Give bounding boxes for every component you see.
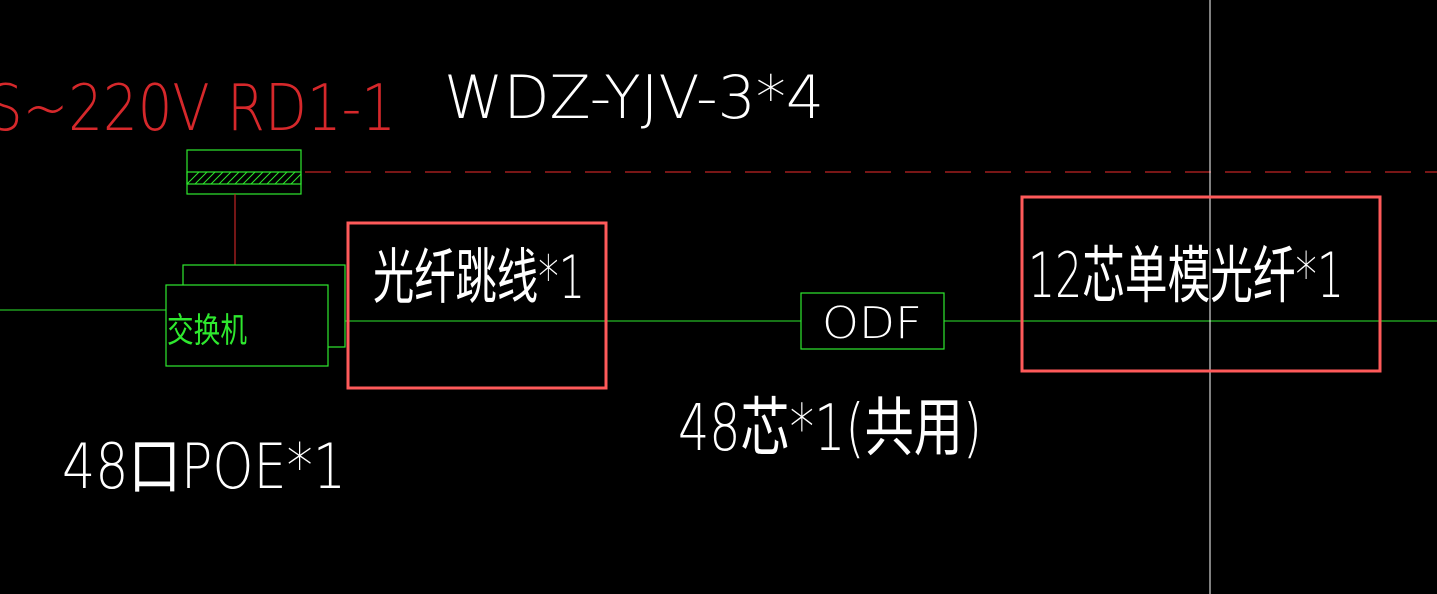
odf-spec-label: 48芯*1(共用) [678,392,982,466]
switch-spec-label: 48口POE*1 [62,430,346,503]
fiber-highlight-box [1020,195,1382,373]
cable-spec-label: WDZ-YJV-3*4 [444,63,824,133]
fiber-label: 12芯单模光纤*1 [1028,239,1344,312]
patch-cord-highlight-box [346,221,608,390]
patch-cord-label: 光纤跳线*1 [373,243,585,313]
socket-symbol [186,149,302,195]
switch-symbol [165,264,346,367]
odf-label: ODF [822,298,922,349]
switch-label: 交换机 [167,311,247,351]
power-source-label: S~220V RD1-1 [0,72,396,146]
odf-box [800,292,945,350]
